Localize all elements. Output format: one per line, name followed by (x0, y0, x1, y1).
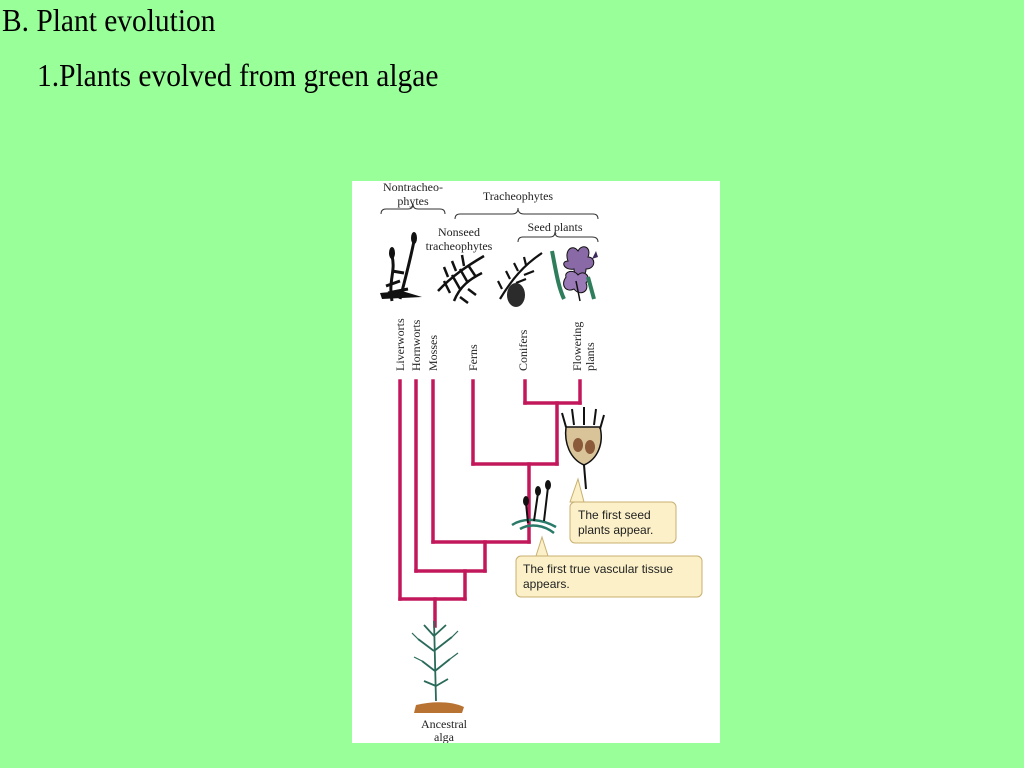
callout-seed-line-1: The first seed (578, 508, 651, 522)
slide-bullet: 1.Plants evolved from green algae (37, 57, 439, 93)
label-ancestral-alga-1: Ancestral (421, 717, 468, 731)
moss-illustration (380, 232, 422, 302)
taxon-conifers: Conifers (516, 329, 530, 371)
early-vascular-plant-illustration (511, 480, 557, 535)
fern-illustration (437, 254, 485, 304)
taxon-flowering-2: plants (583, 342, 597, 371)
phylogeny-diagram: Nontracheo- phytes Tracheophytes Nonseed… (380, 181, 703, 743)
callout-vascular-line-2: appears. (523, 577, 570, 591)
callout-seed-line-2: plants appear. (578, 523, 653, 537)
callout-seed-plants: The first seed plants appear. (569, 477, 677, 544)
label-seed-plants: Seed plants (528, 220, 583, 234)
callout-vascular-tissue: The first true vascular tissue appears. (515, 535, 703, 598)
callout-vascular-line-1: The first true vascular tissue (523, 562, 673, 576)
label-nonseed-1: Nonseed (438, 225, 480, 239)
label-nonseed-2: tracheophytes (426, 239, 493, 253)
taxon-ferns: Ferns (466, 344, 480, 371)
bracket-nontracheophytes (380, 203, 446, 215)
flowering-plant-illustration (550, 246, 598, 302)
bracket-seed-plants (517, 231, 599, 243)
phylogeny-branches (398, 379, 582, 628)
taxon-flowering-1: Flowering (570, 322, 584, 371)
seed-fossil-illustration (561, 407, 605, 490)
conifer-illustration (497, 252, 543, 307)
plant-evolution-figure: Nontracheo- phytes Tracheophytes Nonseed… (352, 181, 720, 743)
label-tracheophytes: Tracheophytes (483, 189, 554, 203)
taxon-hornworts: Hornworts (409, 319, 423, 371)
taxon-liverworts: Liverworts (393, 318, 407, 371)
label-nontracheophytes-1: Nontracheo- (383, 181, 443, 194)
taxon-mosses: Mosses (426, 335, 440, 371)
label-nontracheophytes-2: phytes (397, 194, 429, 208)
ancestral-alga-illustration (411, 620, 464, 713)
slide-title: B. Plant evolution (2, 2, 216, 38)
label-ancestral-alga-2: alga (434, 730, 455, 743)
bracket-tracheophytes (454, 207, 599, 220)
